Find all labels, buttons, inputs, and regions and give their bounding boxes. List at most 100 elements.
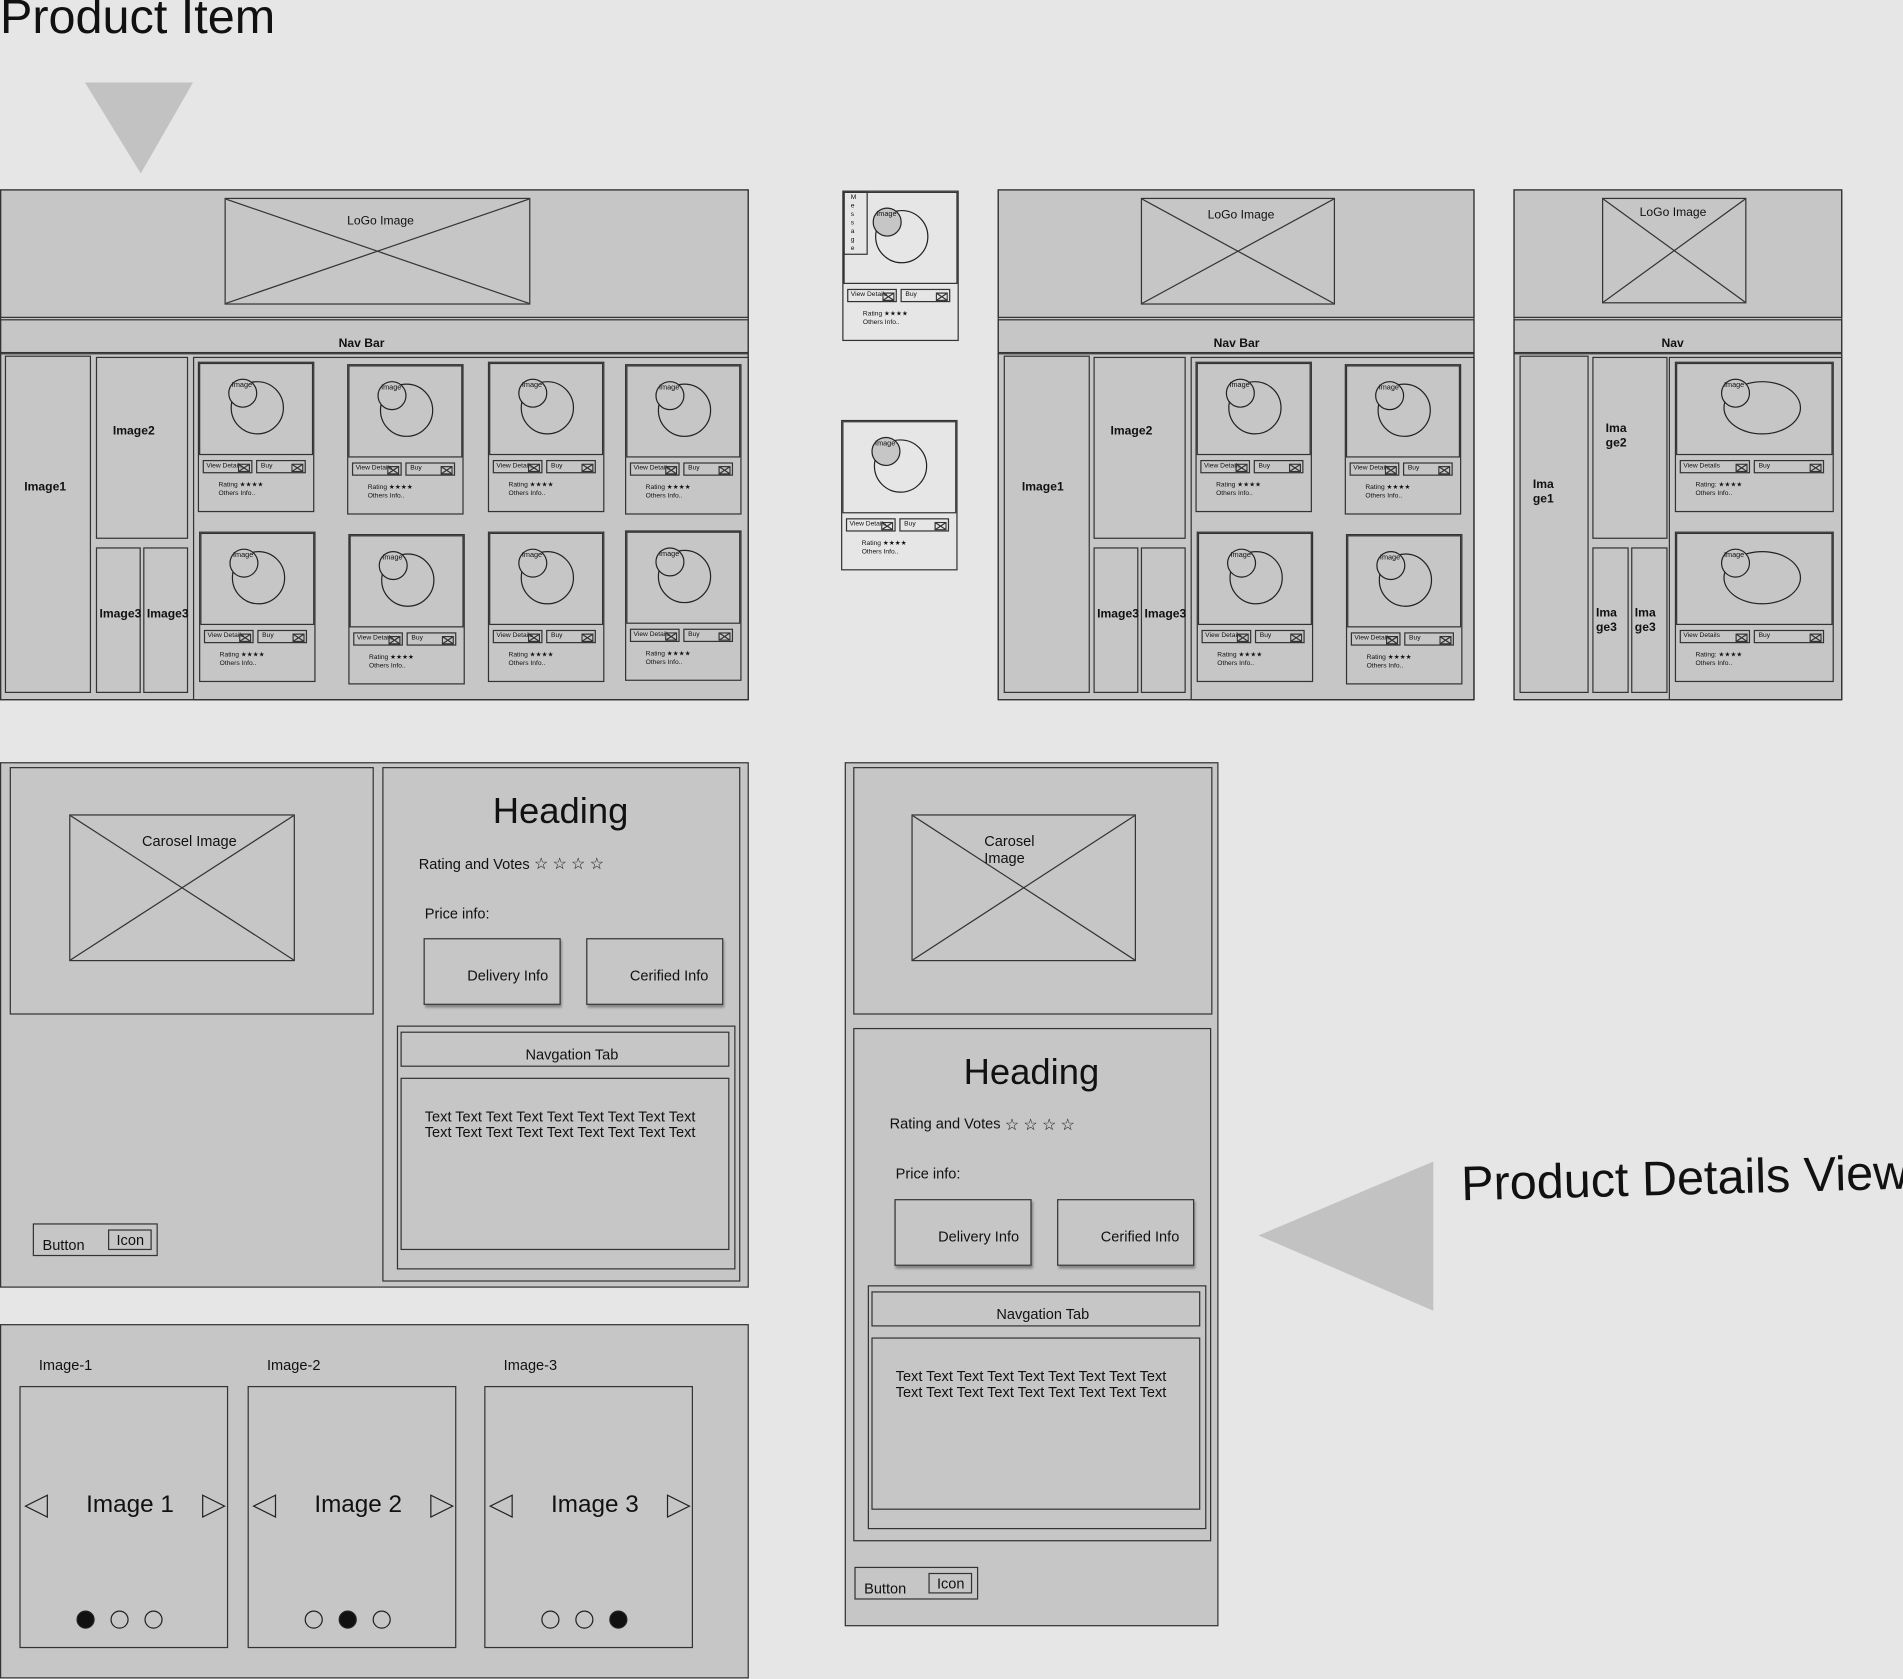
message-strip: M e s s a g e xyxy=(843,191,868,255)
image-badge xyxy=(655,381,685,411)
product-card[interactable]: Image View Details Buy Rating ★★★★ Other… xyxy=(348,534,465,685)
carousel-dot[interactable] xyxy=(372,1610,391,1629)
next-arrow-icon[interactable] xyxy=(665,1494,692,1519)
button-with-icon[interactable]: Button Icon xyxy=(854,1566,979,1600)
product-card[interactable]: Image View Details Buy Rating ★★★★ Other… xyxy=(841,419,958,571)
product-details-mobile xyxy=(844,762,1219,1627)
logo-label: LoGo Image xyxy=(347,214,414,229)
buy-button[interactable]: Buy xyxy=(1402,462,1453,476)
view-details-button[interactable]: View Details xyxy=(1200,459,1251,474)
prev-arrow-icon[interactable] xyxy=(251,1494,278,1519)
view-details-button[interactable]: View Details xyxy=(629,628,680,643)
view-details-button[interactable]: View Details xyxy=(492,459,543,474)
navigation-tab[interactable]: Navgation Tab xyxy=(400,1031,730,1067)
view-details-button[interactable]: View Details xyxy=(847,288,897,303)
nav-bar[interactable]: Nav Bar xyxy=(0,319,749,354)
nav-bar[interactable]: Nav Bar xyxy=(997,319,1475,354)
product-card[interactable]: Image View Details Buy Rating ★★★★ Other… xyxy=(842,190,959,342)
carousel-dot[interactable] xyxy=(575,1610,594,1629)
envelope-icon xyxy=(1439,635,1452,645)
view-details-button[interactable]: View Details xyxy=(203,629,254,644)
prev-arrow-icon[interactable] xyxy=(23,1494,50,1519)
carousel-dot[interactable] xyxy=(541,1610,560,1629)
buy-button[interactable]: Buy xyxy=(683,628,734,643)
buy-button[interactable]: Buy xyxy=(1753,459,1825,474)
product-card[interactable]: Image View Details Buy Rating ★★★★ Other… xyxy=(487,531,605,683)
product-card[interactable]: Image View Details Buy Rating ★★★★ Other… xyxy=(1345,534,1463,685)
view-details-button[interactable]: View Details xyxy=(353,632,403,646)
product-details-desktop xyxy=(0,762,749,1288)
image3-block: Ima ge3 xyxy=(1592,547,1629,693)
carousel-slide[interactable]: Image 2 xyxy=(247,1385,457,1649)
view-details-button[interactable]: View Details xyxy=(351,462,402,476)
certified-info-button[interactable]: Cerified Info xyxy=(586,938,724,1005)
buy-button[interactable]: Buy xyxy=(1254,629,1305,644)
card-image-area: Image xyxy=(1197,532,1312,626)
product-image-circle xyxy=(873,439,928,493)
buy-button[interactable]: Buy xyxy=(900,288,951,303)
envelope-icon xyxy=(665,632,678,641)
image1-block: Image1 xyxy=(4,355,92,693)
certified-info-button[interactable]: Cerified Info xyxy=(1057,1199,1195,1266)
nav-bar[interactable]: Nav xyxy=(1513,319,1843,354)
product-card[interactable]: Image View Details Buy Rating: ★★★★ Othe… xyxy=(1674,361,1834,513)
view-details-button[interactable]: View Details xyxy=(202,459,253,474)
buy-button[interactable]: Buy xyxy=(546,629,596,644)
card-image-area: Image xyxy=(842,421,957,514)
rating-stars[interactable]: ☆ ☆ ☆ ☆ xyxy=(534,854,604,873)
product-card[interactable]: Image View Details Buy Rating: ★★★★ Othe… xyxy=(1674,531,1834,683)
product-card[interactable]: Image View Details Buy Rating ★★★★ Other… xyxy=(347,364,464,515)
product-card[interactable]: Image View Details Buy Rating ★★★★ Other… xyxy=(1344,364,1462,515)
carousel-dot[interactable] xyxy=(76,1610,95,1629)
product-card[interactable]: Image View Details Buy Rating ★★★★ Other… xyxy=(199,531,316,683)
navigation-tab[interactable]: Navgation Tab xyxy=(871,1291,1201,1327)
product-card[interactable]: Image View Details Buy Rating ★★★★ Other… xyxy=(625,364,742,515)
carousel-slide[interactable]: Image 1 xyxy=(19,1385,229,1649)
envelope-icon xyxy=(1809,463,1822,473)
buy-button[interactable]: Buy xyxy=(1753,629,1825,644)
envelope-icon xyxy=(441,635,454,645)
envelope-icon xyxy=(291,463,304,473)
product-card[interactable]: Image View Details Buy Rating ★★★★ Other… xyxy=(1195,361,1312,513)
view-details-button[interactable]: View Details xyxy=(1349,462,1400,476)
view-details-button[interactable]: View Details xyxy=(1201,629,1252,644)
prev-arrow-icon[interactable] xyxy=(488,1494,515,1519)
buy-button[interactable]: Buy xyxy=(405,462,456,476)
rating-stars[interactable]: ☆ ☆ ☆ ☆ xyxy=(1004,1115,1075,1134)
next-arrow-icon[interactable] xyxy=(428,1494,455,1519)
carousel-dot[interactable] xyxy=(144,1610,163,1629)
view-details-button[interactable]: View Details xyxy=(492,629,543,644)
delivery-info-button[interactable]: Delivery Info xyxy=(423,938,561,1005)
buy-button[interactable]: Buy xyxy=(683,462,734,476)
price-info: Price info: xyxy=(895,1165,961,1183)
product-card[interactable]: Image View Details Buy Rating ★★★★ Other… xyxy=(487,361,605,513)
view-details-button[interactable]: View Details xyxy=(1679,629,1751,644)
buy-button[interactable]: Buy xyxy=(257,629,308,644)
carousel-dot[interactable] xyxy=(338,1610,357,1629)
buy-button[interactable]: Buy xyxy=(899,518,950,532)
image-badge xyxy=(872,207,902,237)
product-image-circle xyxy=(379,383,434,437)
view-details-button[interactable]: View Details xyxy=(1679,459,1751,474)
cards-grid xyxy=(1190,356,1475,701)
product-card[interactable]: Image View Details Buy Rating ★★★★ Other… xyxy=(197,361,315,513)
delivery-info-button[interactable]: Delivery Info xyxy=(894,1199,1032,1266)
view-details-button[interactable]: View Details xyxy=(845,518,896,532)
buy-button[interactable]: Buy xyxy=(1253,459,1304,474)
carousel-dot[interactable] xyxy=(110,1610,129,1629)
carousel-dot[interactable] xyxy=(609,1610,628,1629)
buy-button[interactable]: Buy xyxy=(256,459,306,474)
buy-button[interactable]: Buy xyxy=(546,459,596,474)
button-with-icon[interactable]: Button Icon xyxy=(32,1223,158,1257)
product-card[interactable]: Image View Details Buy Rating ★★★★ Other… xyxy=(625,530,742,681)
carousel-dot[interactable] xyxy=(304,1610,323,1629)
next-arrow-icon[interactable] xyxy=(200,1494,227,1519)
view-details-button[interactable]: View Details xyxy=(629,462,680,476)
product-heading: Heading xyxy=(492,791,629,832)
view-details-button[interactable]: View Details xyxy=(1350,632,1401,646)
buy-button[interactable]: Buy xyxy=(1404,632,1454,646)
buy-button[interactable]: Buy xyxy=(406,632,457,646)
product-card[interactable]: Image View Details Buy Rating ★★★★ Other… xyxy=(1196,531,1314,683)
carousel-slide[interactable]: Image 3 xyxy=(484,1385,693,1649)
